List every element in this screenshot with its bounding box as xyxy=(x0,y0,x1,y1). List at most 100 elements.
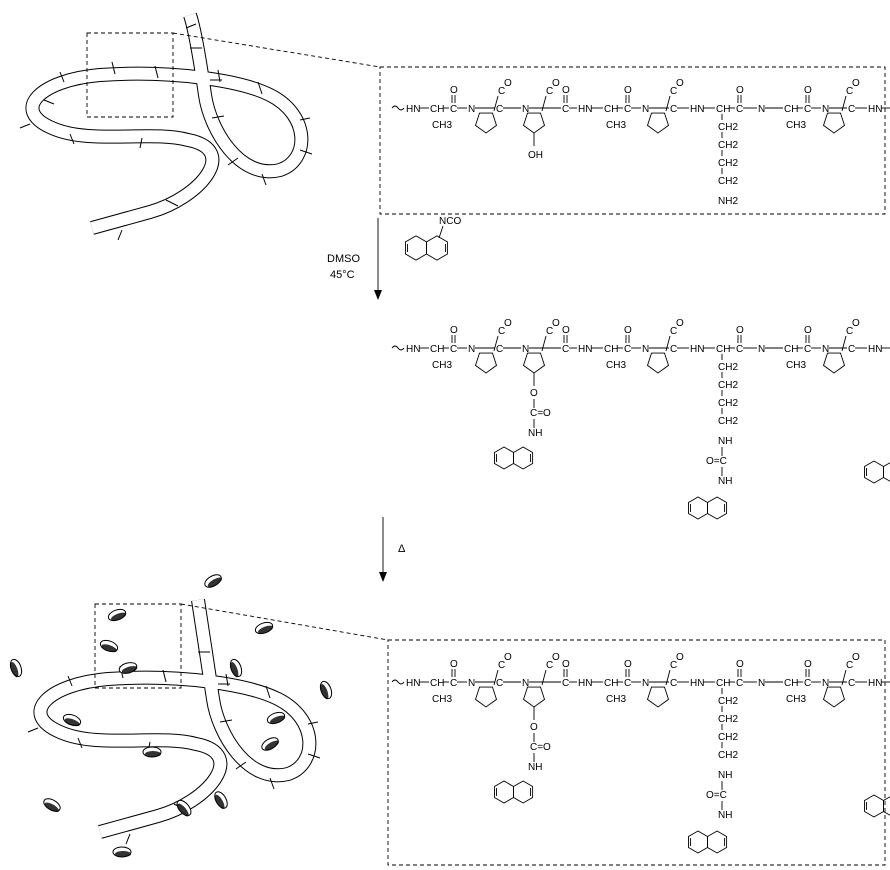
side-chain-tick xyxy=(27,727,39,733)
carbonyl-oxygen: O xyxy=(450,325,458,336)
amide-nh: NH xyxy=(528,428,542,439)
carbonyl-oxygen: O xyxy=(852,652,860,663)
side-chain-tick xyxy=(257,81,263,95)
methylene-group: CH2 xyxy=(718,732,738,743)
carbonyl-oxygen: O xyxy=(450,85,458,96)
backbone-atom: HN xyxy=(406,344,420,355)
reaction-arrow-2 xyxy=(379,517,387,582)
side-chain-tick xyxy=(43,99,55,105)
carbonyl-oxygen: O xyxy=(736,85,744,96)
carbonyl-carbon: C xyxy=(670,326,677,337)
proline-carbonyl xyxy=(665,95,671,112)
carbonyl-oxygen: O xyxy=(552,318,560,329)
carbonyl-oxygen: O xyxy=(676,652,684,663)
proline-carbonyl xyxy=(841,335,847,352)
ester-oxygen: O xyxy=(530,388,538,399)
proline-carbonyl xyxy=(665,669,671,686)
carbonyl-oxygen: O xyxy=(736,325,744,336)
structure-box-bottom xyxy=(387,639,886,866)
methylene-group: CH2 xyxy=(718,750,738,761)
naphthalene-ring xyxy=(494,446,514,470)
naphthalene-ring xyxy=(883,462,890,482)
pendant-shadow xyxy=(10,662,19,678)
backbone-atom: HN xyxy=(578,104,592,115)
backbone-atom: C xyxy=(450,104,457,115)
backbone-atom: N xyxy=(822,678,829,689)
carbonyl-carbon: C xyxy=(498,326,505,337)
proline-ring xyxy=(822,352,846,374)
proline-ring xyxy=(646,686,670,708)
backbone-atom: C xyxy=(624,344,631,355)
reaction-arrow-1 xyxy=(374,218,382,300)
carbonyl-oxygen: O xyxy=(624,325,632,336)
proline-ring xyxy=(474,112,498,134)
carbonyl-oxygen: O xyxy=(450,659,458,670)
carbonyl-oxygen: O xyxy=(852,78,860,89)
side-chain-tick xyxy=(69,133,75,145)
backbone-atom: HN xyxy=(868,344,882,355)
side-chain-tick xyxy=(307,753,321,759)
backbone-atom: CH xyxy=(716,678,730,689)
naphthalene-ring xyxy=(513,446,534,470)
side-chain-tick xyxy=(165,199,179,207)
naphthalene-ring xyxy=(405,235,427,261)
zoom-box-bottom xyxy=(94,603,182,689)
proline-ring xyxy=(474,352,498,374)
pendant-shadow xyxy=(115,851,131,857)
backbone-atom: CH xyxy=(784,104,798,115)
carbonyl-oxygen: O xyxy=(552,78,560,89)
chain-break xyxy=(391,105,405,111)
backbone-atom: C xyxy=(562,104,569,115)
backbone-atom: N xyxy=(758,344,765,355)
carbonyl-oxygen: O xyxy=(562,325,570,336)
peptide-structure-modified: HNCHCNCNCHNCHCNCHNCHCNCHCNCHNCHCOOOOOOOC… xyxy=(391,318,890,520)
side-chain-tick xyxy=(19,123,31,129)
backbone-atom: C xyxy=(848,678,855,689)
side-chain-tick xyxy=(261,173,267,186)
peptide-strand-top xyxy=(19,12,381,241)
chain-break xyxy=(391,345,405,351)
backbone-atom: C xyxy=(736,104,743,115)
backbone-atom: C xyxy=(736,678,743,689)
backbone-atom: CH xyxy=(784,344,798,355)
naphthalene-ring xyxy=(864,794,884,818)
backbone-atom: N xyxy=(522,678,529,689)
backbone-atom: CH xyxy=(430,344,444,355)
proline-carbonyl xyxy=(665,335,671,352)
backbone-atom: N xyxy=(522,344,529,355)
methylene-group: CH2 xyxy=(718,380,738,391)
backbone-atom: C xyxy=(496,104,503,115)
backbone-atom: C xyxy=(496,344,503,355)
pendant-shadow xyxy=(264,740,279,751)
carbonyl-oxygen: O xyxy=(804,659,812,670)
side-chain-tick xyxy=(185,23,197,29)
carbonyl-oxygen: O xyxy=(676,318,684,329)
methylene-group: CH2 xyxy=(718,158,738,169)
proline-ring xyxy=(822,686,846,708)
heat-label: Δ xyxy=(398,543,406,555)
proline-carbonyl xyxy=(841,669,847,686)
pendant-shadow xyxy=(111,612,127,621)
side-chain-tick xyxy=(139,137,143,149)
naphthalene-ring xyxy=(513,780,534,804)
proline-ring xyxy=(474,686,498,708)
side-chain-tick xyxy=(299,149,313,155)
amide-nh: NH xyxy=(718,476,732,487)
methylene-group: CH2 xyxy=(718,714,738,725)
carbonyl-oxygen: O xyxy=(804,325,812,336)
side-chain-tick xyxy=(125,833,131,845)
backbone-atom: C xyxy=(670,104,677,115)
methylene-group: CH2 xyxy=(718,122,738,133)
side-chain-tick xyxy=(235,761,247,770)
methylene-group: CH2 xyxy=(718,176,738,187)
backbone-atom: CH xyxy=(604,104,618,115)
pendant-shadow xyxy=(214,794,225,809)
urea-carbonyl: O=C xyxy=(706,790,727,801)
zoom-box-top xyxy=(86,32,174,118)
backbone-atom: CH xyxy=(784,678,798,689)
carbonyl-carbon: C xyxy=(546,86,553,97)
methylene-group: CH2 xyxy=(718,140,738,151)
amide-nh: NH xyxy=(718,770,732,781)
naphthalene-ring xyxy=(883,796,890,816)
